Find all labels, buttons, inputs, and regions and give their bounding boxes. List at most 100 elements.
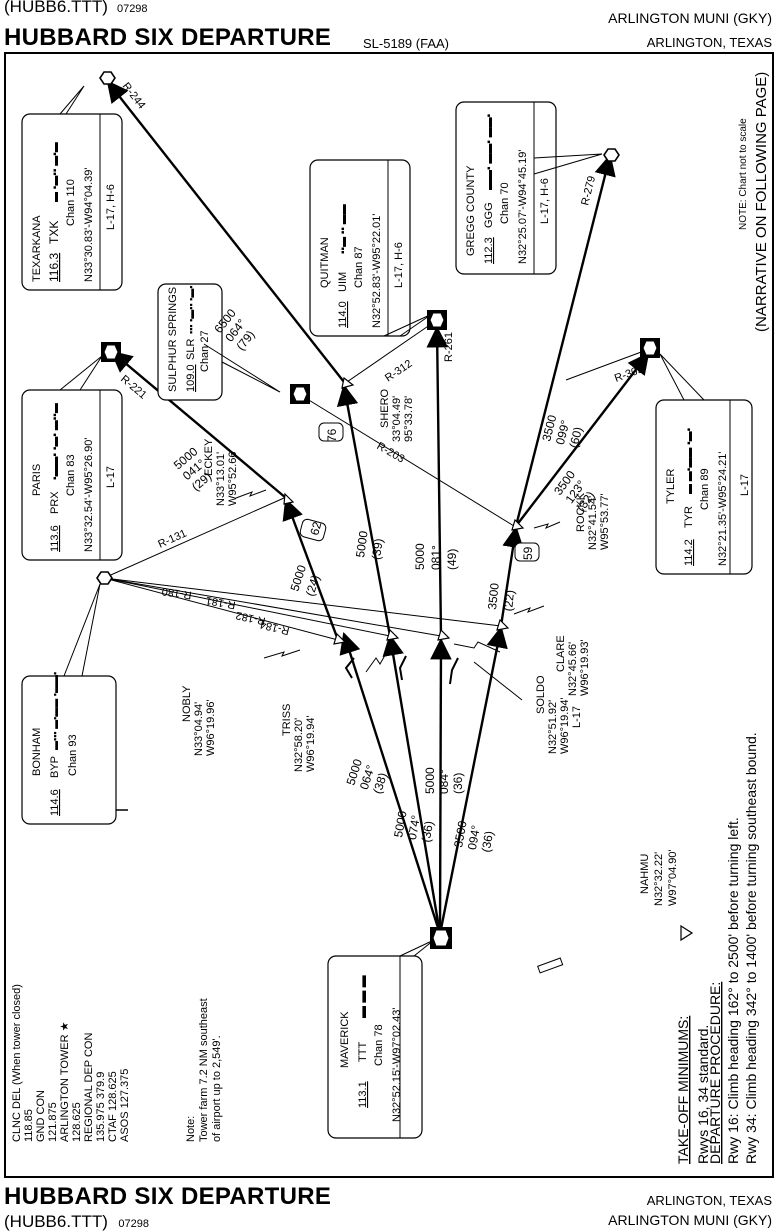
svg-text:R-180: R-180 (161, 585, 192, 601)
svg-text:3500: 3500 (451, 819, 469, 848)
svg-text:L-17, H-6: L-17, H-6 (393, 242, 405, 288)
svg-text:114.2: 114.2 (683, 539, 695, 566)
svg-text:W96°19.93': W96°19.93' (579, 639, 591, 696)
route-eckey (282, 497, 340, 641)
fix-nahmu (680, 924, 694, 942)
svg-text:33°04.49': 33°04.49' (391, 396, 403, 442)
svg-text:▬▪▪▪ ▬▪▬▬ ▪▬▬▪: ▬▪▪▪ ▬▪▬▬ ▪▬▬▪ (50, 672, 60, 750)
svg-text:Rwy 16: Climb heading 162° to: Rwy 16: Climb heading 162° to 2500' befo… (725, 817, 741, 1164)
svg-text:BYP: BYP (49, 756, 61, 778)
svg-text:REGIONAL DEP CON: REGIONAL DEP CON (83, 1033, 95, 1142)
svg-text:TRISS: TRISS (281, 704, 293, 736)
leader-clare (513, 605, 545, 615)
svg-text:N33°13.01': N33°13.01' (215, 452, 227, 506)
svg-text:CTAF 128.625: CTAF 128.625 (107, 1071, 119, 1142)
radial-line-r182 (103, 577, 391, 637)
svg-text:GND CON: GND CON (35, 1090, 47, 1142)
svg-text:▪▪▪ ▪▬▪▪ ▪▬▪: ▪▪▪ ▪▬▪▪ ▪▬▪ (186, 285, 196, 334)
flow-arrow-2 (398, 655, 407, 681)
svg-text:TXK: TXK (47, 221, 61, 244)
svg-text:084°: 084° (437, 769, 451, 794)
route-txk (106, 80, 345, 383)
svg-text:CLNC DEL (When tower closed): CLNC DEL (When tower closed) (11, 984, 23, 1142)
vor-txk-symbol (99, 71, 116, 85)
svg-text:114.0: 114.0 (337, 301, 349, 328)
svg-text:ASOS 127.375: ASOS 127.375 (119, 1069, 131, 1142)
svg-text:Chan 93: Chan 93 (67, 734, 79, 776)
comms-list: CLNC DEL (When tower closed) 118.85 GND … (11, 984, 131, 1142)
svg-text:UIM: UIM (337, 272, 349, 292)
navaid-box-gregg (455, 101, 557, 275)
leader-rockk (533, 521, 561, 529)
svg-text:R-244: R-244 (120, 80, 148, 111)
svg-text:Chan 87: Chan 87 (353, 246, 365, 288)
navaid-box-texarkana (21, 113, 123, 291)
svg-text:5000: 5000 (353, 530, 371, 559)
svg-text:(38): (38) (370, 771, 390, 796)
airport-runway (537, 957, 564, 974)
route-clare (438, 625, 508, 935)
svg-text:N32°41.54': N32°41.54' (587, 496, 599, 550)
svg-text:Chan 83: Chan 83 (65, 454, 77, 496)
navaid-box-maverick (327, 955, 423, 1139)
svg-text:PRX: PRX (49, 491, 61, 514)
leader-nobly (263, 649, 301, 659)
flow-arrow-3 (449, 657, 459, 685)
svg-text:SHERO: SHERO (379, 388, 391, 428)
svg-text:62: 62 (307, 520, 324, 537)
svg-text:3500: 3500 (485, 582, 502, 610)
svg-text:Chan 70: Chan 70 (499, 182, 511, 224)
svg-text:114.6: 114.6 (49, 789, 61, 816)
city-top: ARLINGTON, TEXAS (646, 35, 772, 50)
airport-name-bottom: ARLINGTON MUNI (GKY) (608, 1212, 772, 1228)
tower-note: Note: Tower farm 7.2 NM southeast of air… (185, 998, 223, 1142)
svg-text:▪▪▬ ▪▪ ▬▬: ▪▪▬ ▪▪ ▬▬ (338, 204, 349, 254)
chart-title-bottom: HUBBARD SIX DEPARTURE (4, 1183, 332, 1210)
svg-text:N32°52.83'-W95°22.01': N32°52.83'-W95°22.01' (371, 213, 383, 328)
svg-text:Tower farm 7.2 NM southeast: Tower farm 7.2 NM southeast (198, 998, 210, 1142)
svg-text:5000: 5000 (423, 767, 437, 794)
radial-line-r203 (298, 393, 515, 527)
svg-text:(22): (22) (501, 589, 517, 612)
svg-text:95°33.78': 95°33.78' (403, 396, 415, 442)
svg-text:59: 59 (521, 546, 535, 560)
svg-text:BONHAM: BONHAM (31, 728, 43, 776)
svg-text:(49): (49) (445, 549, 459, 570)
svg-text:3500: 3500 (539, 413, 559, 443)
chart-code-top: (HUBB6.TTT) 07298 (4, 0, 148, 16)
svg-text:074°: 074° (405, 814, 423, 841)
vortac-symbols (101, 310, 660, 949)
fix-triss (333, 632, 347, 645)
svg-text:R-181: R-181 (205, 594, 237, 611)
svg-text:5000: 5000 (413, 543, 427, 570)
svg-text:(36): (36) (479, 830, 496, 853)
svg-text:N32°45.66': N32°45.66' (567, 642, 579, 696)
route-tyr (515, 352, 650, 527)
svg-text:118.85: 118.85 (23, 1109, 35, 1142)
svg-text:of airport up to 2,549'.: of airport up to 2,549'. (211, 1035, 223, 1142)
svg-text:081°: 081° (429, 545, 443, 570)
leader-eckey (235, 489, 267, 499)
svg-text:099°: 099° (553, 418, 573, 446)
svg-text:N32°52.15'-W97°02.43': N32°52.15'-W97°02.43' (391, 1007, 403, 1122)
svg-text:R-303: R-303 (613, 363, 645, 385)
mea-box-62 (299, 518, 327, 542)
mea-box-59 (514, 542, 540, 562)
radial-line-r184 (103, 577, 339, 641)
flow-arrow-1 (344, 657, 355, 679)
svg-text:GREGG COUNTY: GREGG COUNTY (465, 165, 477, 256)
svg-text:W95°52.66': W95°52.66' (227, 449, 239, 506)
route-shero (336, 383, 392, 637)
takeoff-minimums: TAKE-OFF MINIMUMS: Rwys 16, 34 standard. (675, 1016, 711, 1164)
svg-text:Chan 110: Chan 110 (65, 179, 77, 226)
leader-soldo (473, 661, 523, 701)
svg-text:N33°30.83'-W94°04.39': N33°30.83'-W94°04.39' (83, 167, 95, 282)
chart-code-bottom: (HUBB6.TTT) 07298 (4, 1212, 149, 1231)
chart-border (4, 52, 774, 1178)
fix-rockk (511, 518, 525, 531)
svg-text:L-17, H-6: L-17, H-6 (539, 178, 551, 224)
svg-text:TYLER: TYLER (665, 468, 677, 504)
svg-text:R-312: R-312 (383, 358, 415, 385)
vortac-uim-symbol (427, 310, 447, 330)
radial-line-r181 (103, 577, 442, 637)
